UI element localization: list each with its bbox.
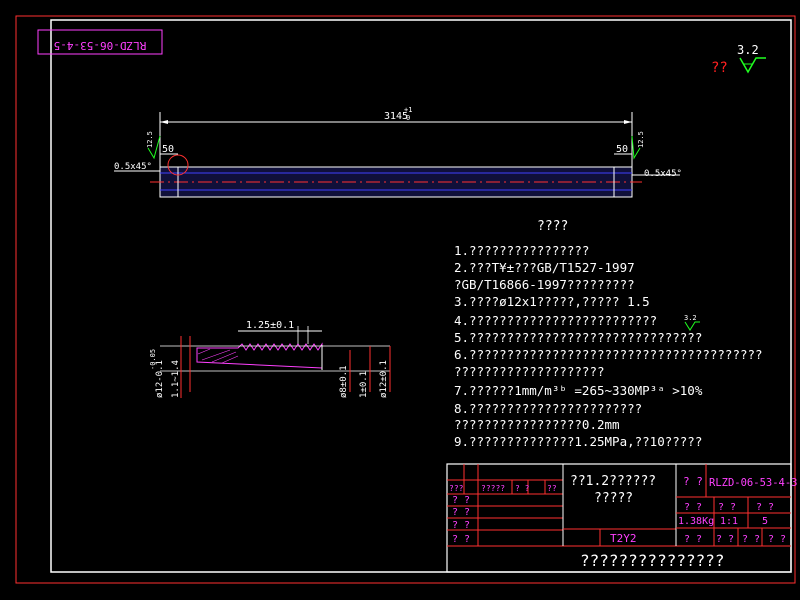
material-name-2: ????? xyxy=(594,491,633,506)
note-line-2: 2.???T¥±???GB/T1527-1997 xyxy=(454,260,635,275)
col-head-2: ? ? xyxy=(718,502,736,513)
tb-row-4: ? ? xyxy=(452,534,470,545)
col-head-3: ? ? xyxy=(756,502,774,513)
left-end-dim: 50 xyxy=(162,144,174,155)
note-line-6: 5.??????????????????????????????? xyxy=(454,330,702,345)
inline-roughness-symbol: 3.2 xyxy=(684,314,700,331)
tb-head-1: ??? xyxy=(449,484,464,493)
sheet-label-4: ? ? xyxy=(768,534,786,545)
right-roughness: 12.5 xyxy=(637,131,645,148)
length-dimension: 3145 xyxy=(384,111,408,122)
note-line-5: 4.????????????????????????? xyxy=(454,313,657,328)
right-chamfer: 0.5x45° xyxy=(644,169,682,179)
tb-head-3: ? ? xyxy=(515,484,530,493)
thread-detail-view xyxy=(160,326,391,398)
scale-value: 1:1 xyxy=(720,516,738,527)
note-line-1: 1.???????????????? xyxy=(454,243,589,258)
note-line-11: ?????????????????0.2mm xyxy=(454,417,620,432)
drawing-no-label: ? ? xyxy=(683,475,703,488)
dia-b-dimension: ø8±0.1 xyxy=(339,365,349,398)
note-line-9: 7.??????1mm/m³ᵇ =265~330MP³ᵃ >10% xyxy=(454,383,703,398)
length-tol-lower: 0 xyxy=(406,114,410,122)
length-tol-upper: +1 xyxy=(404,106,412,114)
note-line-7: 6.??????????????????????????????????????… xyxy=(454,347,763,362)
dia-d-dimension: ø12±0.1 xyxy=(379,360,389,398)
shaft-view xyxy=(114,112,680,198)
material-name: ??1.2?????? xyxy=(570,474,656,489)
title-block xyxy=(446,463,792,573)
note-line-10: 8.??????????????????????? xyxy=(454,401,642,416)
dia-a-tolerance: -0.05 xyxy=(149,349,157,370)
left-chamfer: 0.5x45° xyxy=(114,162,152,172)
drawing-border xyxy=(50,19,792,573)
note-line-8: ???????????????????? xyxy=(454,364,605,379)
tb-row-3: ? ? xyxy=(452,520,470,531)
left-roughness: 12.5 xyxy=(146,131,154,148)
col-head-1: ? ? xyxy=(684,502,702,513)
note-line-3: ?GB/T16866-1997????????? xyxy=(454,277,635,292)
notes-title: ???? xyxy=(537,219,568,234)
note-line-4: 3.????ø12x1?????,????? 1.5 xyxy=(454,294,650,309)
drawing-number: RLZD-06-53-4-3 xyxy=(709,477,798,489)
sheet-label-1: ? ? xyxy=(684,534,702,545)
tb-head-4: ?? xyxy=(547,484,557,493)
dia-c-dimension: 1±0.1 xyxy=(359,371,369,398)
rotated-code-stamp: RLZD-06-53-4-5 xyxy=(37,29,163,55)
company-name: ??????????????? xyxy=(580,551,725,570)
outer-frame xyxy=(15,15,796,584)
tb-row-1: ? ? xyxy=(452,495,470,506)
qty-value: 5 xyxy=(762,516,768,527)
technical-notes: 1.???????????????? 2.???T¥±???GB/T1527-1… xyxy=(454,243,763,449)
tb-head-2: ????? xyxy=(481,484,505,493)
note-line-12: 9.??????????????1.25MPa,??10????? xyxy=(454,434,702,449)
roughness-symbol: ?? 3.2 xyxy=(711,43,766,76)
roughness-label: ?? xyxy=(711,60,728,76)
ty-code: T2Y2 xyxy=(610,532,637,545)
pitch-dimension: 1.25±0.1 xyxy=(246,320,294,331)
rotated-code-text: RLZD-06-53-4-5 xyxy=(54,39,147,52)
sheet-label-2: ? ? xyxy=(716,534,734,545)
weight-value: 1.38Kg xyxy=(678,516,714,527)
depth-dimension: 1.1~1.4 xyxy=(171,360,181,398)
roughness-value: 3.2 xyxy=(737,43,759,57)
sheet-label-3: ? ? xyxy=(742,534,760,545)
tb-row-2: ? ? xyxy=(452,507,470,518)
dia-a-dimension: ø12-0.1 xyxy=(155,360,165,398)
right-end-dim: 50 xyxy=(616,144,628,155)
svg-text:3.2: 3.2 xyxy=(684,314,697,322)
